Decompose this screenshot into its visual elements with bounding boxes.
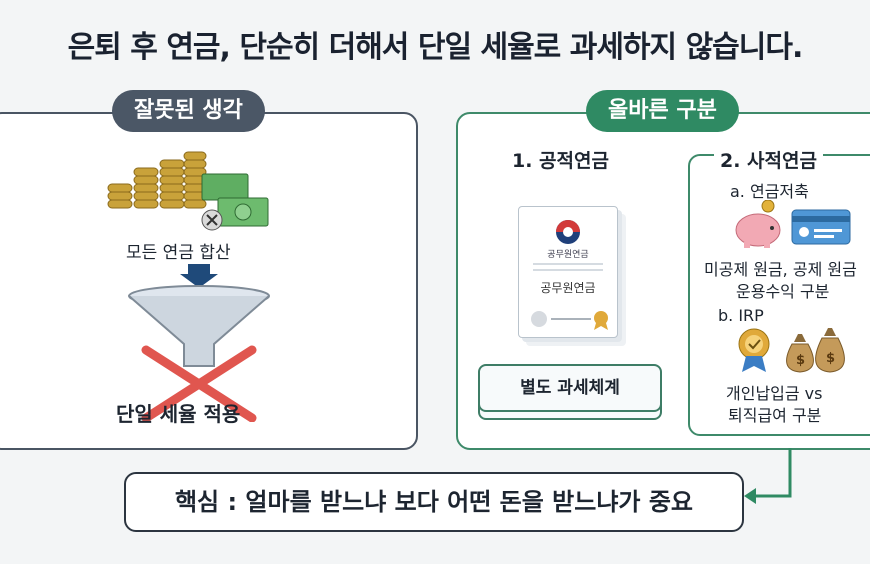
piggy-card-icons	[735, 200, 851, 248]
irp-desc-1: 개인납입금 vs	[726, 384, 823, 403]
funnel-icon	[128, 264, 270, 422]
badge-bag-icons: $ $	[738, 328, 845, 373]
savings-desc-2: 운용수익 구분	[736, 282, 830, 301]
private-pension-heading: 2. 사적연금	[714, 146, 823, 173]
pension-savings-label: a. 연금저축	[730, 182, 809, 201]
svg-text:$: $	[826, 351, 835, 366]
badge-icon	[738, 328, 770, 372]
card-icon	[791, 209, 851, 245]
irp-label: b. IRP	[718, 306, 764, 325]
right-idea-badge: 올바른 구분	[586, 90, 739, 132]
coins-icon	[107, 151, 207, 209]
seal-icon	[531, 311, 608, 330]
document-icon: 공무원연금 공무원연금	[518, 206, 618, 338]
piggy-bank-icon	[735, 200, 781, 248]
svg-text:$: $	[796, 353, 805, 368]
sum-label: 모든 연금 합산	[126, 243, 231, 263]
separate-tax-box: 별도 과세체계	[478, 364, 662, 412]
connector-arrow-icon	[744, 448, 792, 504]
savings-desc-1: 미공제 원금, 공제 원금	[704, 260, 857, 279]
page-title: 은퇴 후 연금, 단순히 더해서 단일 세율로 과세하지 않습니다.	[67, 30, 804, 65]
red-x-icon	[141, 345, 257, 422]
cash-icon	[201, 173, 269, 227]
key-message-box: 핵심 : 얼마를 받느냐 보다 어떤 돈을 받느냐가 중요	[124, 472, 744, 532]
coins-cash-icon	[107, 151, 269, 231]
doc-small-title: 공무원연금	[547, 250, 589, 260]
public-pension-heading: 1. 공적연금	[512, 150, 609, 172]
doc-label: 공무원연금	[540, 281, 596, 295]
single-rate-label: 단일 세율 적용	[116, 402, 241, 426]
emblem-icon	[556, 220, 580, 244]
x-mark-icon	[201, 209, 223, 231]
money-bag-icon: $ $	[786, 328, 845, 373]
wrong-idea-badge: 잘못된 생각	[112, 90, 265, 132]
irp-desc-2: 퇴직급여 구분	[728, 406, 822, 425]
